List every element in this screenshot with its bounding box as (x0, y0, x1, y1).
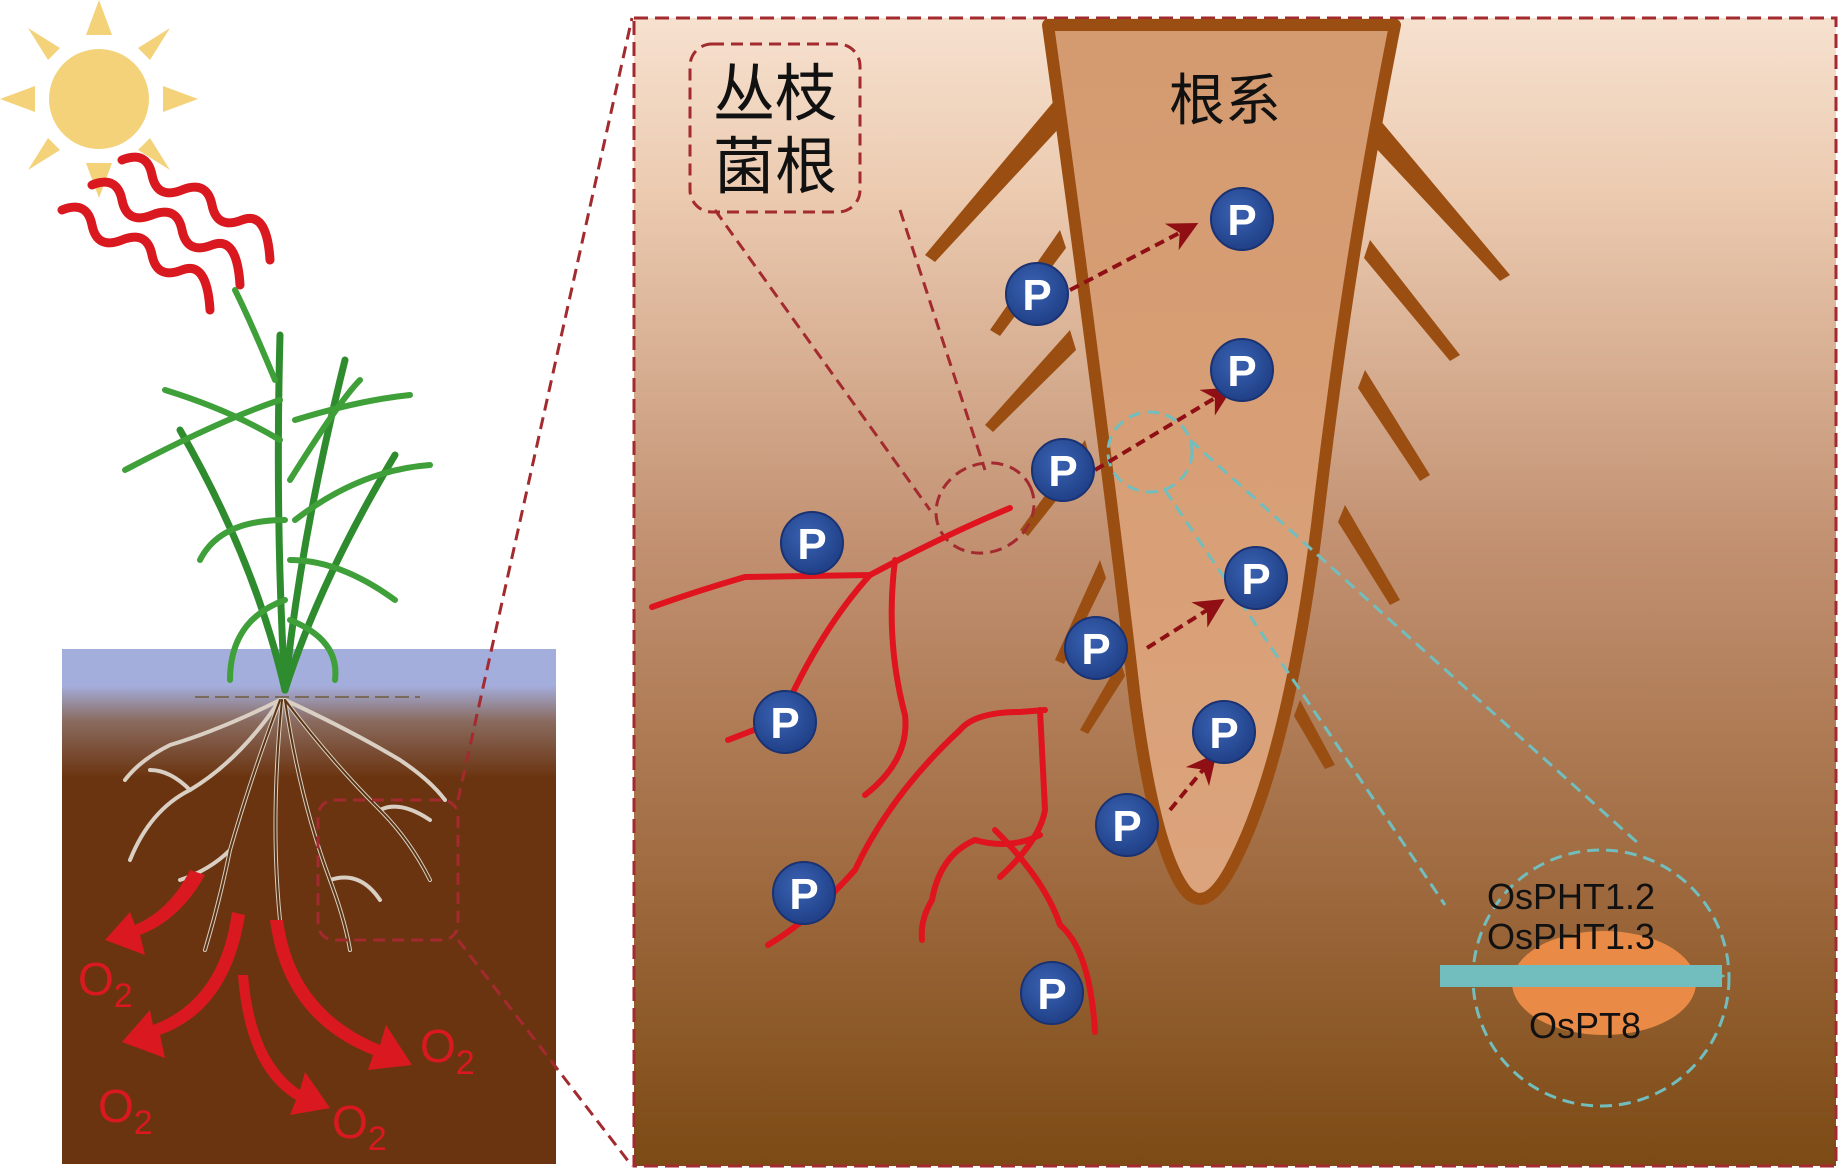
phosphate-ion-icon: P (1020, 961, 1084, 1025)
phosphate-ion-icon: P (1095, 793, 1159, 857)
oxygen-arrow-down (238, 975, 330, 1115)
o2-label-1: O (78, 953, 114, 1005)
svg-text:O2: O2 (332, 1096, 387, 1158)
mycorrhiza-callout-box (688, 42, 862, 214)
phosphate-ion-icon: P (1224, 546, 1288, 610)
phosphate-ion-icon: P (1210, 338, 1274, 402)
oxygen-arrow-right (270, 920, 412, 1070)
phosphate-label: P (1227, 347, 1256, 396)
mycorrhiza-label-line1: 丛枝 (713, 57, 837, 130)
phosphate-ion-icon: P (1031, 438, 1095, 502)
phosphate-ion-icon: P (753, 690, 817, 754)
zoom-panel-border (632, 16, 1838, 1168)
transporter-label-ospht1-3: OsPHT1.3 (1487, 916, 1655, 957)
phosphate-ion-icon: P (1210, 187, 1274, 251)
svg-text:O2: O2 (98, 1080, 153, 1142)
oxygen-arrow-left (105, 870, 205, 955)
phosphate-label: P (1048, 447, 1077, 496)
o2-subscript-4: 2 (456, 1044, 475, 1082)
o2-subscript-1: 2 (114, 977, 133, 1015)
phosphate-label: P (1022, 271, 1051, 320)
sun-icon (0, 0, 198, 198)
phosphate-label: P (797, 520, 826, 569)
phosphate-label: P (1209, 709, 1238, 758)
svg-text:O2: O2 (420, 1020, 475, 1082)
rice-plant-icon (122, 287, 433, 694)
phosphate-label: P (1241, 555, 1270, 604)
o2-label-3: O (332, 1096, 368, 1148)
mycorrhiza-callout-pointer (713, 209, 1036, 555)
phosphate-label: P (1227, 196, 1256, 245)
phosphate-ion-icon: P (1064, 616, 1128, 680)
root-lateral-spikes (925, 100, 1510, 769)
plant-root-system (123, 698, 447, 952)
mycorrhiza-label-line2: 菌根 (713, 130, 837, 203)
phosphate-ion-icon: P (780, 511, 844, 575)
transporter-label-ospht1-2: OsPHT1.2 (1487, 876, 1655, 917)
phosphate-label: P (1112, 802, 1141, 851)
mycorrhizal-hyphae (649, 505, 1098, 1035)
o2-label-4: O (420, 1020, 456, 1072)
oxygen-labels: O2 O2 O2 O2 (78, 953, 475, 1158)
phosphate-label: P (1081, 625, 1110, 674)
root-system-label: 根系 (1169, 69, 1281, 134)
phosphate-label: P (770, 699, 799, 748)
phosphate-ions: P P P P P P P P (753, 187, 1288, 1025)
oxygen-arrow-lower-left (122, 912, 245, 1058)
phosphate-ion-icon: P (772, 861, 836, 925)
oxygen-release-arrows (105, 870, 412, 1115)
phosphate-uptake-arrows (1069, 223, 1233, 812)
zoom-connector-top (456, 17, 634, 801)
svg-text:O2: O2 (78, 953, 133, 1015)
o2-subscript-2: 2 (134, 1104, 153, 1142)
phosphate-ion-icon: P (1005, 262, 1069, 326)
main-root-body (1042, 19, 1401, 905)
heat-waves (57, 152, 275, 315)
phosphate-label: P (789, 870, 818, 919)
o2-subscript-3: 2 (368, 1120, 387, 1158)
phosphate-ion-icon: P (1192, 700, 1256, 764)
o2-label-2: O (98, 1080, 134, 1132)
transporter-inset: OsPHT1.2 OsPHT1.3 OsPT8 (1440, 876, 1726, 1046)
transporter-label-ospt8: OsPT8 (1529, 1005, 1641, 1046)
zoom-connector-bottom (456, 939, 634, 1167)
phosphate-label: P (1037, 970, 1066, 1019)
